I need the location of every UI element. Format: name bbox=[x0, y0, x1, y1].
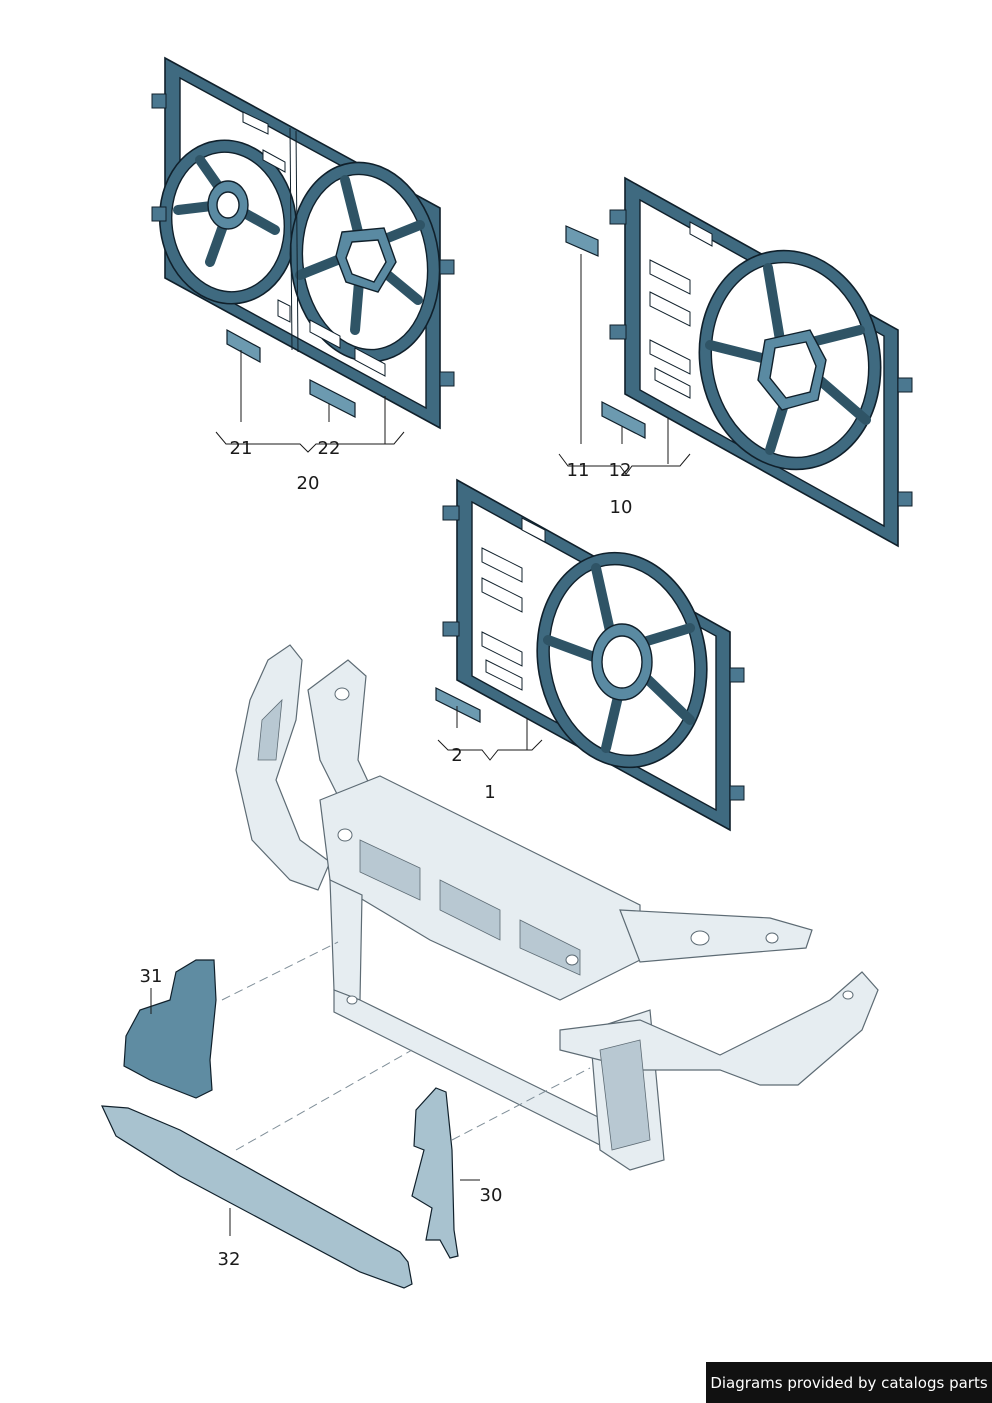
assembly-line-32 bbox=[235, 1049, 413, 1151]
air-guide-lower-32 bbox=[101, 1105, 413, 1289]
fan-shroud-double bbox=[151, 56, 455, 430]
assembly-line-31 bbox=[221, 941, 339, 1001]
cover-pad-12 bbox=[601, 401, 646, 439]
lock-carrier bbox=[235, 644, 879, 1171]
air-guide-right-30 bbox=[411, 1087, 459, 1259]
fan-shroud-single-upper bbox=[609, 176, 913, 548]
cover-pad-21 bbox=[226, 328, 261, 364]
credit-banner: Diagrams provided by catalogs parts bbox=[706, 1362, 992, 1403]
assembly-line-30 bbox=[451, 1067, 591, 1141]
leader-lines bbox=[150, 254, 691, 1236]
callout-1: 1 bbox=[484, 782, 495, 803]
callout-21: 21 bbox=[230, 438, 253, 459]
callout-32: 32 bbox=[218, 1249, 241, 1270]
callout-10: 10 bbox=[610, 497, 633, 518]
callout-20: 20 bbox=[297, 473, 320, 494]
callout-31: 31 bbox=[140, 966, 163, 987]
cover-pad-2 bbox=[435, 687, 481, 723]
callout-12: 12 bbox=[609, 460, 632, 481]
callout-22: 22 bbox=[318, 438, 341, 459]
callout-30: 30 bbox=[480, 1185, 503, 1206]
cover-pad-11 bbox=[565, 225, 599, 257]
fan-shroud-single-lower bbox=[442, 478, 745, 832]
callout-11: 11 bbox=[567, 460, 590, 481]
air-guide-left-31 bbox=[123, 959, 217, 1099]
cover-pad-22 bbox=[309, 379, 356, 418]
callout-2: 2 bbox=[451, 745, 462, 766]
